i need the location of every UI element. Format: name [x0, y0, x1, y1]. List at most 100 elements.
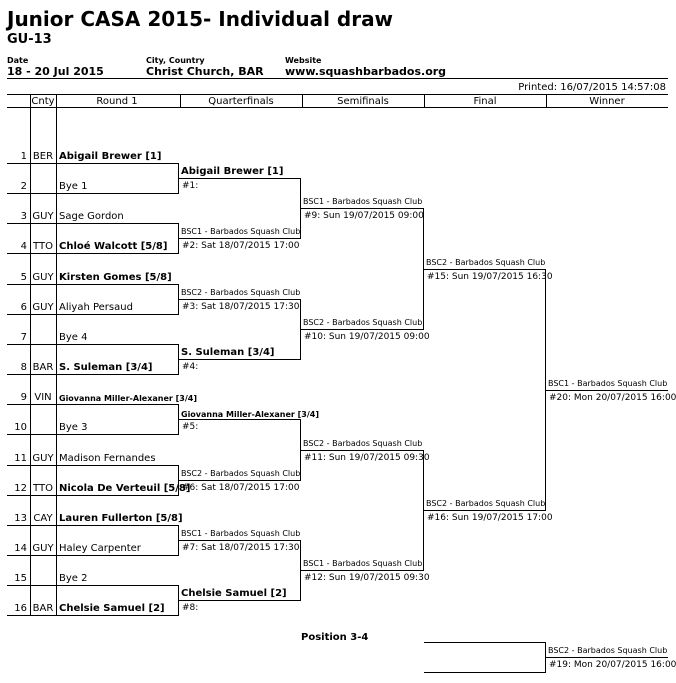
col-divider [180, 94, 181, 108]
player-country: CAY [33, 513, 53, 524]
player-name: Bye 4 [59, 332, 88, 343]
player-country: GUY [32, 272, 54, 283]
player-name: Nicola De Verteuil [5/8] [59, 483, 191, 494]
player-name: Sage Gordon [59, 211, 124, 222]
pos34-connector [545, 642, 546, 673]
qf-connector [300, 419, 301, 481]
player-line [7, 585, 179, 586]
sf-connector [423, 450, 424, 571]
player-seed-number: 15 [14, 573, 27, 584]
qf-match: #6: Sat 18/07/2015 17:00 [182, 483, 300, 493]
player-country: GUY [32, 211, 54, 222]
player-name: Chelsie Samuel [2] [59, 603, 165, 614]
qf-line [179, 540, 301, 541]
round1-connector [178, 404, 179, 435]
header-divider [7, 78, 668, 79]
qf-match: #4: [182, 362, 199, 372]
sf-venue: BSC1 - Barbados Squash Club [303, 197, 423, 206]
player-seed-number: 16 [14, 603, 27, 614]
qf-line [179, 419, 301, 420]
player-line [7, 615, 179, 616]
columns-bottom-rule [7, 107, 668, 108]
player-line [7, 284, 179, 285]
player-seed-number: 12 [14, 483, 27, 494]
location-label: City, Country [146, 56, 205, 65]
qf-match: #5: [182, 422, 199, 432]
winner-line [546, 390, 668, 391]
final-match: #15: Sun 19/07/2015 16:30 [427, 272, 553, 282]
position34-title: Position 3-4 [301, 632, 369, 643]
player-line [7, 314, 179, 315]
website-link[interactable]: www.squashbarbados.org [285, 65, 447, 78]
final-line [424, 510, 546, 511]
pos34-match: #19: Mon 20/07/2015 16:00 [549, 660, 676, 670]
player-seed-number: 13 [14, 513, 27, 524]
qf-venue: BSC2 - Barbados Squash Club [181, 288, 301, 297]
player-line [7, 344, 179, 345]
qf-winner: Abigail Brewer [1] [181, 166, 284, 177]
round1-connector [178, 163, 179, 194]
player-line [7, 465, 179, 466]
player-seed-number: 3 [20, 211, 27, 222]
cnty-divider [30, 108, 31, 615]
player-line [7, 495, 179, 496]
player-seed-number: 9 [20, 392, 27, 403]
round1-connector [178, 284, 179, 315]
qf-line [179, 600, 301, 601]
qf-winner: Giovanna Miller-Alexaner [3/4] [181, 410, 320, 419]
qf-line [179, 480, 301, 481]
player-name: Chloé Walcott [5/8] [59, 241, 168, 252]
sf-line [301, 570, 423, 571]
player-country: GUY [32, 302, 54, 313]
player-line [7, 555, 179, 556]
col-header-round1: Round 1 [96, 96, 138, 107]
col-divider [424, 94, 425, 108]
final-line [424, 269, 546, 270]
columns-top-rule [7, 94, 668, 95]
player-name: Aliyah Persaud [59, 302, 133, 313]
col-divider [302, 94, 303, 108]
sf-venue: BSC2 - Barbados Squash Club [303, 439, 423, 448]
printed-timestamp: Printed: 16/07/2015 14:57:08 [518, 82, 666, 93]
final-connector [545, 269, 546, 511]
player-line [7, 193, 179, 194]
player-seed-number: 8 [20, 362, 27, 373]
pos34-result-line [546, 657, 668, 658]
qf-line [179, 178, 301, 179]
player-name: Bye 3 [59, 422, 88, 433]
draw-category: GU-13 [7, 32, 52, 47]
pos34-venue: BSC2 - Barbados Squash Club [548, 646, 668, 655]
final-venue: BSC2 - Barbados Squash Club [426, 258, 546, 267]
page-title: Junior CASA 2015- Individual draw [7, 7, 394, 31]
round1-connector [178, 344, 179, 375]
qf-venue: BSC2 - Barbados Squash Club [181, 469, 301, 478]
player-seed-number: 1 [20, 151, 27, 162]
qf-match: #1: [182, 181, 199, 191]
player-country: BER [32, 151, 54, 162]
qf-winner: Chelsie Samuel [2] [181, 588, 287, 599]
sf-match: #12: Sun 19/07/2015 09:30 [304, 573, 430, 583]
player-line [7, 374, 179, 375]
round1-connector [178, 525, 179, 556]
player-line [7, 163, 179, 164]
round1-connector [178, 585, 179, 616]
player-name: S. Suleman [3/4] [59, 362, 153, 373]
player-name: Giovanna Miller-Alexaner [3/4] [59, 394, 198, 403]
qf-match: #8: [182, 603, 199, 613]
qf-winner: S. Suleman [3/4] [181, 347, 275, 358]
player-name: Bye 2 [59, 573, 88, 584]
player-seed-number: 10 [14, 422, 27, 433]
qf-connector [300, 178, 301, 239]
player-country: TTO [33, 241, 53, 252]
qf-match: #7: Sat 18/07/2015 17:30 [182, 543, 300, 553]
player-country: BAR [32, 362, 54, 373]
pos34-line [424, 642, 546, 643]
qf-match: #2: Sat 18/07/2015 17:00 [182, 241, 300, 251]
col-header-winner: Winner [589, 96, 625, 107]
player-name: Kirsten Gomes [5/8] [59, 272, 172, 283]
col-header-cnty: Cnty [31, 96, 55, 107]
player-name: Bye 1 [59, 181, 88, 192]
player-country: GUY [32, 453, 54, 464]
round1-connector [178, 223, 179, 254]
round1-divider [56, 108, 57, 615]
